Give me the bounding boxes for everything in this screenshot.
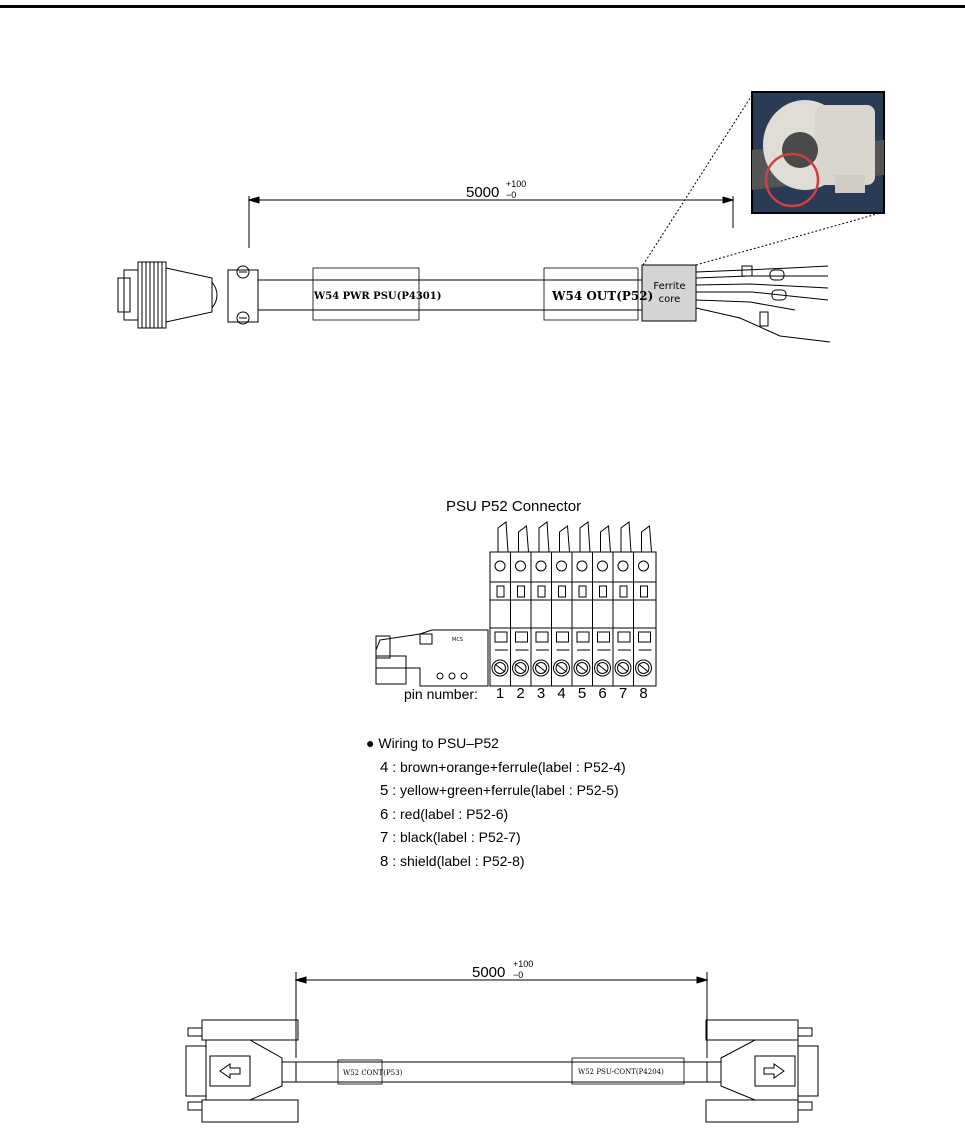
wiring-item: 4 : brown+orange+ferrule(label : P52-4)	[366, 756, 626, 780]
wiring-description: : black(label : P52-7)	[388, 829, 521, 845]
svg-text:5000: 5000	[472, 964, 505, 981]
wiring-pin-number: 5	[380, 782, 389, 799]
p52-connector-drawing: MCS	[375, 551, 657, 687]
wiring-description: : shield(label : P52-8)	[388, 852, 525, 869]
wiring-pin-number: 4	[380, 758, 389, 776]
wiring-heading: ● Wiring to PSU–P52	[366, 732, 626, 756]
wiring-description: : brown+orange+ferrule(label : P52-4)	[388, 758, 626, 775]
wiring-description: : red(label : P52-6)	[388, 805, 509, 822]
pin-column-5	[571, 521, 591, 686]
wiring-list: ● Wiring to PSU–P52 4 : brown+orange+fer…	[366, 732, 626, 873]
wiring-item: 6 : red(label : P52-6)	[366, 803, 626, 827]
pin-column-2	[510, 525, 529, 686]
wiring-item: 7 : black(label : P52-7)	[366, 826, 626, 850]
svg-text:−0: −0	[513, 970, 523, 980]
pin-column-1	[489, 521, 509, 686]
wiring-pin-number: 6	[380, 805, 389, 823]
pin-number-label: pin number:	[404, 686, 478, 702]
pin-number-4: 4	[557, 685, 566, 702]
svg-text:+100: +100	[513, 959, 533, 969]
top-cable-drawing	[117, 91, 885, 343]
bullet-icon: ●	[366, 735, 375, 751]
pin-number-1: 1	[495, 685, 505, 702]
wiring-pin-number: 7	[380, 829, 389, 846]
pin-column-7	[612, 521, 632, 686]
wiring-item: 8 : shield(label : P52-8)	[366, 850, 626, 874]
wiring-heading-text: Wiring to PSU–P52	[378, 735, 499, 751]
pin-number-3: 3	[536, 685, 546, 702]
pin-column-4	[551, 525, 570, 686]
pin-number-5: 5	[577, 685, 587, 702]
ferrite-core-label: Ferrite core	[643, 280, 696, 306]
pin-column-8	[633, 525, 652, 686]
header-rule	[0, 5, 965, 8]
svg-text:5000: 5000	[466, 184, 499, 201]
pin-number-8: 8	[639, 685, 648, 702]
label-w54-pwr: W54 PWR PSU(P4301)	[313, 291, 441, 302]
label-w52-cont: W52 CONT(P53)	[343, 1069, 403, 1077]
wiring-item: 5 : yellow+green+ferrule(label : P52-5)	[366, 779, 626, 803]
pin-number-2: 2	[516, 685, 525, 702]
svg-text:−0: −0	[506, 190, 516, 200]
connector-title: PSU P52 Connector	[446, 498, 582, 515]
brand-mark: MCS	[452, 637, 463, 643]
pin-number-7: 7	[618, 685, 628, 702]
pin-column-3	[530, 521, 550, 686]
wiring-pin-number: 8	[380, 852, 389, 870]
bottom-dimension-text: 5000 +100 −0	[472, 959, 533, 981]
ferrite-line-2: core	[658, 294, 681, 305]
pin-number-6: 6	[598, 685, 607, 702]
label-w54-out: W54 OUT(P52)	[551, 289, 653, 303]
ferrite-photo	[751, 91, 885, 214]
wiring-description: : yellow+green+ferrule(label : P52-5)	[388, 782, 619, 798]
pin-columns	[489, 521, 652, 686]
ferrite-line-1: Ferrite	[653, 281, 686, 292]
label-w52-psu-cont: W52 PSU-CONT(P4204)	[578, 1068, 664, 1076]
svg-text:+100: +100	[506, 179, 526, 189]
bottom-cable-drawing	[185, 972, 819, 1123]
pin-column-6	[592, 525, 611, 686]
top-dimension-text: 5000 +100 −0	[466, 179, 526, 201]
